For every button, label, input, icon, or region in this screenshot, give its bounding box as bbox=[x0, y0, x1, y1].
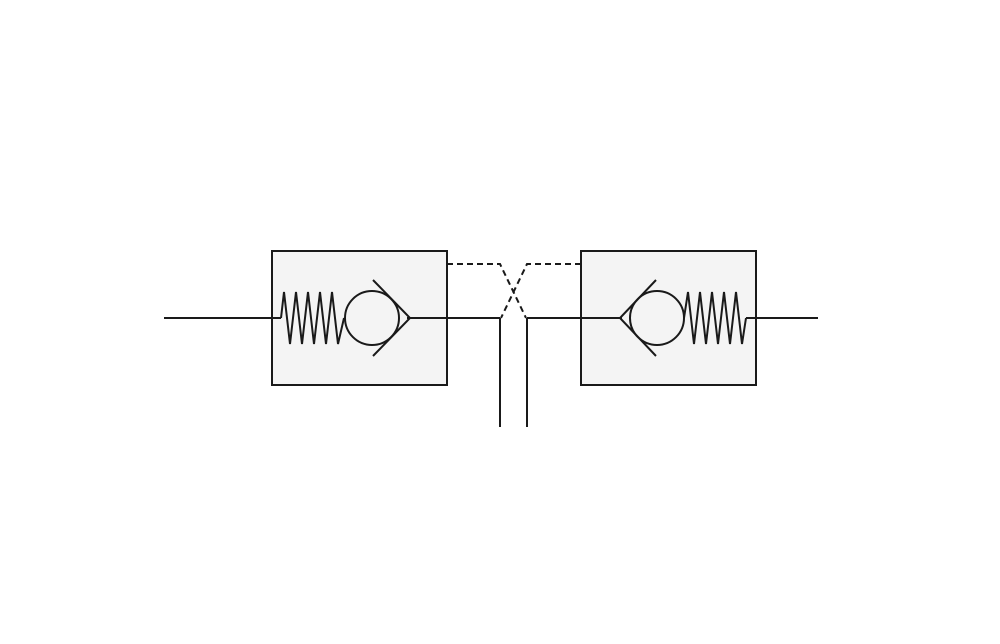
right-valve-seat-icon bbox=[618, 279, 657, 357]
left-valve-seat-icon bbox=[372, 279, 412, 357]
right-check-ball-icon bbox=[629, 290, 685, 346]
right-spring-icon bbox=[683, 291, 747, 345]
left-pilot-line bbox=[447, 263, 527, 319]
right-pilot-line bbox=[500, 263, 581, 319]
left-check-ball-icon bbox=[344, 290, 400, 346]
left-spring-icon bbox=[280, 291, 345, 345]
